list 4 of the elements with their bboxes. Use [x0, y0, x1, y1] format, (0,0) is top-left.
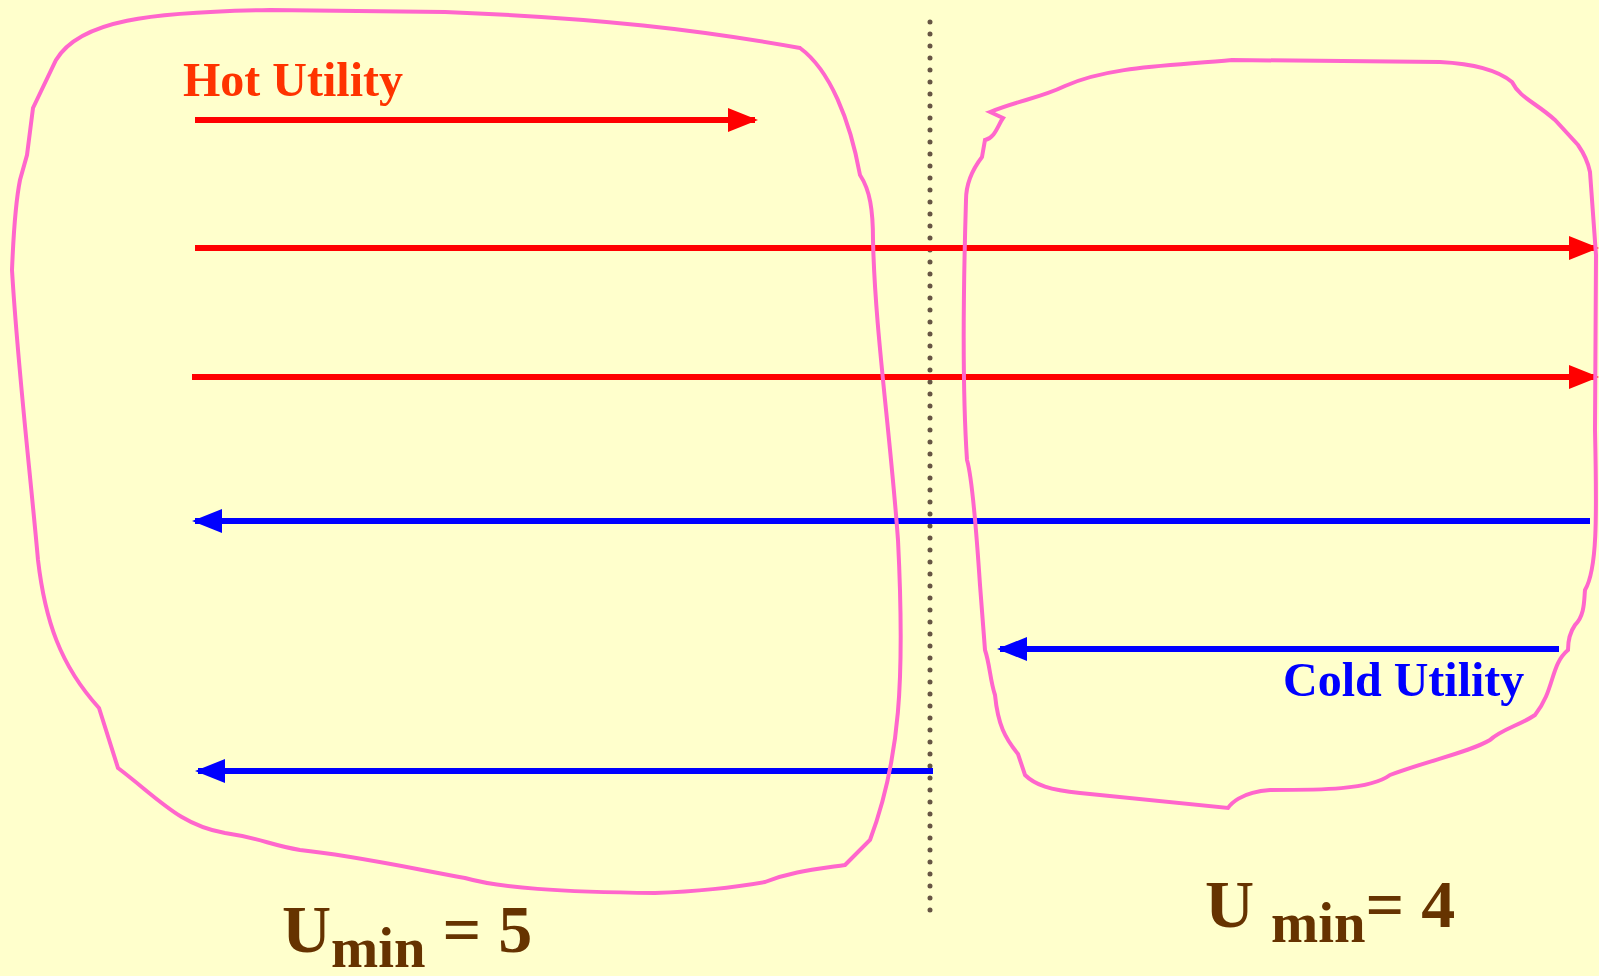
minimum-units-label: U $_{min}$= 4	[1205, 870, 1456, 952]
minimum-units-label: U$_{min}$ = 5	[282, 895, 533, 976]
utility-label: Cold Utility	[1283, 656, 1525, 704]
utility-label: Hot Utility	[183, 56, 403, 104]
